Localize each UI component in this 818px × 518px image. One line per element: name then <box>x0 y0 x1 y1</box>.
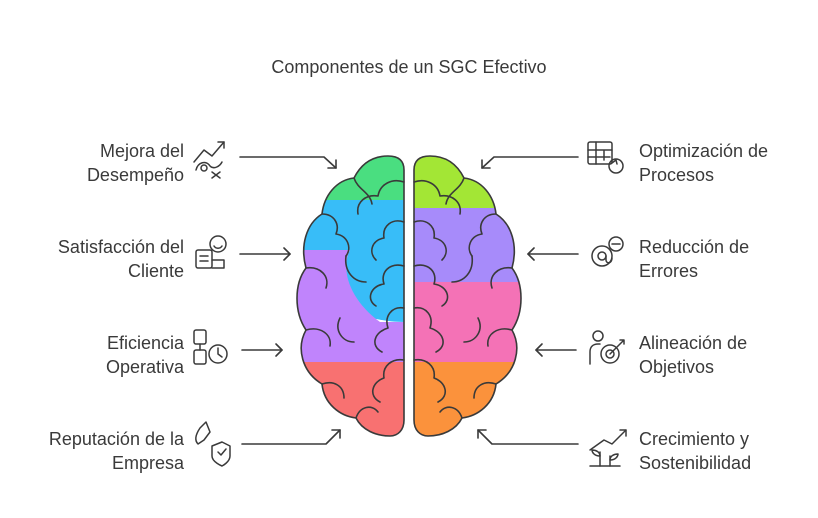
arrow-optimizacion <box>481 156 579 169</box>
label-reputacion-empresa: Reputación de la Empresa <box>48 429 184 473</box>
label-alineacion-objetivos: Alineación de Objetivos <box>639 333 748 377</box>
brain-outline <box>296 155 522 437</box>
person-target-icon <box>589 330 625 365</box>
arrow-mejora <box>239 156 337 169</box>
label-eficiencia-operativa: Eficiencia Operativa <box>105 333 184 377</box>
brain-left-hemisphere <box>297 156 404 436</box>
trend-chart-icon <box>193 141 225 179</box>
lobe-left-red <box>297 362 404 436</box>
flow-clock-icon <box>193 329 228 365</box>
arrow-alineacion <box>535 343 577 357</box>
lobe-right-pink <box>414 282 521 364</box>
table-refresh-icon <box>587 141 624 174</box>
lobe-right-orange <box>414 362 521 436</box>
label-crecimiento-sostenibilidad: Crecimiento y Sostenibilidad <box>639 429 752 473</box>
smiling-customer-icon <box>195 235 227 269</box>
brain-right-hemisphere <box>414 156 521 436</box>
arrow-satisfaccion <box>239 247 291 261</box>
connector-arrows <box>239 156 579 445</box>
arrow-reputacion <box>241 429 341 445</box>
label-satisfaccion-cliente: Satisfacción del Cliente <box>57 237 184 281</box>
lobe-left-purple <box>297 250 404 365</box>
arrow-reduccion <box>527 247 579 261</box>
label-optimizacion-procesos: Optimización de Procesos <box>639 141 769 185</box>
label-mejora-desempeno: Mejora del Desempeño <box>86 141 184 185</box>
lobe-left-blue <box>297 200 404 252</box>
arrow-crecimiento <box>477 429 579 445</box>
growth-plant-icon <box>589 429 627 467</box>
label-reduccion-errores: Reducción de Errores <box>639 237 750 281</box>
arrow-eficiencia <box>241 343 283 357</box>
diagram-title: Componentes de un SGC Efectivo <box>271 57 547 77</box>
at-minus-icon <box>591 236 624 267</box>
megaphone-badge-icon <box>195 421 231 467</box>
